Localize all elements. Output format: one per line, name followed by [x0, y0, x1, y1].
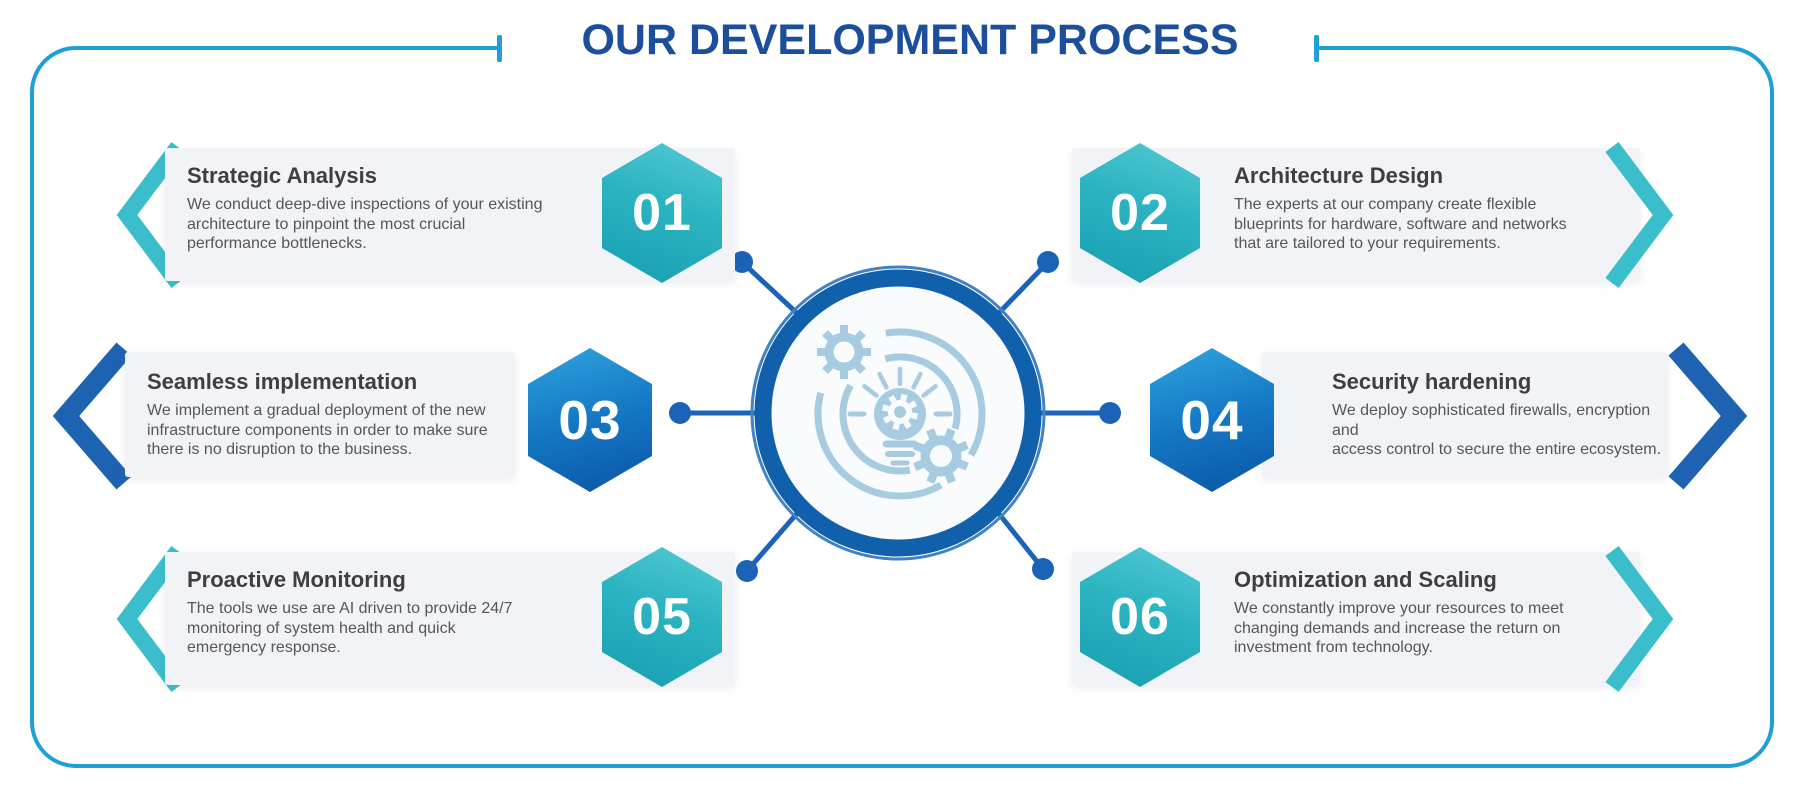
- chevron-right-icon: [1605, 546, 1674, 692]
- inner-arc-right: [884, 353, 961, 430]
- step-number: 04: [1180, 389, 1244, 451]
- step-banner-04: Security hardening We deploy sophisticat…: [1262, 352, 1668, 477]
- lightbulb-base: [882, 440, 918, 466]
- lightbulb-gears-icon: [814, 325, 986, 500]
- connector-dot-upper-left: [731, 251, 753, 273]
- outer-arc-left: [814, 391, 943, 500]
- step-banner-03: Seamless implementation We implement a g…: [125, 352, 515, 477]
- title-rule-left-cap: [497, 35, 502, 62]
- step-title: Optimization and Scaling: [1234, 567, 1497, 592]
- title-border-gap: [502, 40, 1314, 56]
- connector-dot-lower-right: [1032, 558, 1054, 580]
- step-number: 05: [632, 588, 692, 646]
- connector-dots: [669, 251, 1121, 582]
- connector-dot-right: [1099, 402, 1121, 424]
- step-description: The tools we use are AI driven to provid…: [187, 600, 513, 657]
- chevron-left-icon: [116, 142, 185, 288]
- step-title: Security hardening: [1332, 369, 1532, 394]
- step-title: Seamless implementation: [147, 369, 418, 394]
- inner-arc-left: [839, 383, 911, 475]
- connector-lines: [680, 260, 1110, 573]
- step-description: We implement a gradual deployment of the…: [147, 402, 488, 459]
- lightbulb-rays: [862, 366, 938, 398]
- step-number: 03: [558, 389, 622, 451]
- chevron-right-icon: [1605, 142, 1674, 288]
- step-title: Strategic Analysis: [187, 163, 377, 188]
- step-title: Architecture Design: [1234, 163, 1444, 188]
- page-title: OUR DEVELOPMENT PROCESS: [581, 16, 1239, 64]
- title-rule-right-cap: [1314, 35, 1319, 62]
- step-number-hexagon-03: 03: [528, 348, 652, 492]
- chevron-left-icon: [116, 546, 185, 692]
- connector-dot-upper-right: [1037, 251, 1059, 273]
- step-number: 06: [1110, 588, 1170, 646]
- connector-line-lower-left: [745, 508, 802, 573]
- lightbulb-glass: [874, 388, 926, 440]
- connector-line-upper-left: [740, 260, 802, 318]
- step-number: 01: [632, 184, 692, 242]
- connector-dot-lower-left: [736, 560, 758, 582]
- step-description: We conduct deep-dive inspections of your…: [187, 196, 543, 253]
- connector-line-upper-right: [994, 260, 1050, 318]
- center-circle-outer-ring: [750, 265, 1046, 561]
- step-description: The experts at our company create flexib…: [1234, 196, 1567, 253]
- chevron-left-icon: [52, 342, 132, 490]
- chevron-right-icon: [1668, 342, 1748, 490]
- step-number: 02: [1110, 184, 1170, 242]
- connector-line-lower-right: [994, 508, 1045, 571]
- outer-arc-right: [885, 328, 986, 457]
- connector-dot-left: [669, 402, 691, 424]
- step-description: We constantly improve your resources to …: [1234, 600, 1564, 657]
- step-description: We deploy sophisticated firewalls, encry…: [1332, 402, 1662, 459]
- step-title: Proactive Monitoring: [187, 567, 406, 592]
